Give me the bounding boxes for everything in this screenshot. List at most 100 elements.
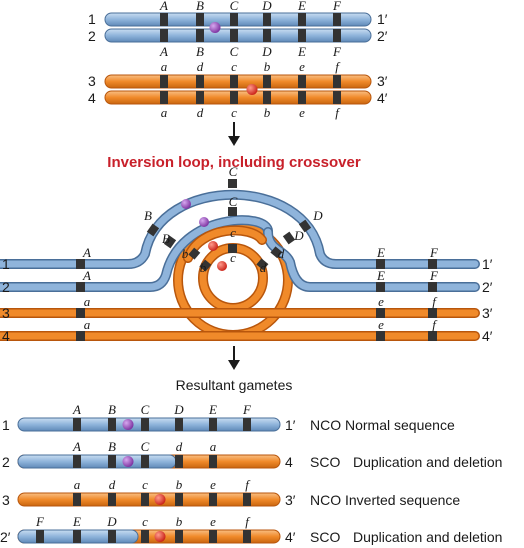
gene-label: d [176,439,183,454]
gene-E: E [297,44,306,59]
gene-a: a [84,294,91,309]
gene-label: f [245,514,251,529]
gene-e: e [299,59,305,74]
label-2: 2 [88,28,96,44]
gamete-3 [17,492,281,507]
gene-F: F [332,44,342,59]
centromere-red [208,241,218,251]
gene-c: c [230,250,236,265]
gene-c: c [231,105,237,120]
gene-f: f [335,59,341,74]
gene-A: A [159,0,168,13]
gamete-type: SCO [310,454,340,470]
down-arrow [228,346,240,370]
gene-b: b [264,105,271,120]
label-1prime: 1′ [377,11,388,27]
gamete-type: NCO [310,417,341,433]
gene-c: c [231,59,237,74]
loop-label-4prime: 4′ [482,328,493,344]
gamete-right-label: 3′ [285,492,296,508]
gene-F: F [429,245,439,260]
gene-B: B [144,208,152,223]
gamete-right-label: 1′ [285,417,296,433]
gene-B: B [162,231,170,246]
gamete-right-label: 4′ [285,529,296,545]
gamete-2 [17,454,281,469]
gene-f: f [432,294,438,309]
loop-bands [76,179,437,341]
gene-label: b [176,477,183,492]
gamete-description: Normal sequence [345,417,455,433]
gamete-type: SCO [310,529,340,545]
label-2prime: 2′ [377,28,388,44]
gene-label: e [210,514,216,529]
gene-A: A [82,245,91,260]
gene-label: a [74,477,81,492]
inversion-loop [0,189,480,341]
centromere-red [246,84,258,95]
gene-C: C [229,194,238,209]
gene-a: a [84,317,91,332]
gametes-title: Resultant gametes [176,377,293,393]
centromere-red [217,261,227,271]
gene-A: A [159,44,168,59]
gene-label: c [142,477,148,492]
gene-label: e [210,477,216,492]
gene-b: b [182,246,189,261]
gene-B: B [196,0,204,13]
gene-label: f [245,477,251,492]
label-3: 3 [88,73,96,89]
loop-label-2: 2 [2,279,10,295]
gene-a: a [161,59,168,74]
gene-label: E [208,402,217,417]
gene-label: d [109,477,116,492]
loop-label-4: 4 [2,328,10,344]
gene-F: F [429,268,439,283]
gene-label: F [35,514,45,529]
label-1: 1 [88,11,96,27]
gene-d: d [197,105,204,120]
blue-bands [160,13,341,42]
gene-e: e [378,294,384,309]
gene-f: f [432,317,438,332]
gene-label: D [106,514,117,529]
gene-f: f [335,105,341,120]
centromere-purple [209,22,221,33]
gamete-1 [17,417,281,432]
gene-label: C [141,439,150,454]
gene-b: b [264,59,271,74]
gene-label: D [173,402,184,417]
label-4prime: 4′ [377,90,388,106]
label-4: 4 [88,90,96,106]
gene-label: b [176,514,183,529]
top-orange-pair: 3 4 3′ 4′ a d c b e f a d c b e f [88,59,388,120]
gene-D: D [261,0,272,13]
top-blue-pair: 1 2 1′ 2′ A B C D E F A B C D E F [88,0,388,59]
orange-bands [160,75,341,104]
gene-label: E [72,514,81,529]
gene-d: d [278,246,285,261]
loop-label-3prime: 3′ [482,305,493,321]
gamete-description: Inverted sequence [345,492,460,508]
gene-F: F [332,0,342,13]
gene-D: D [312,208,323,223]
gene-label: a [210,439,217,454]
gene-C: C [230,44,239,59]
gamete-4 [17,529,281,544]
loop-label-2prime: 2′ [482,279,493,295]
gamete-left-label: 1 [2,417,10,433]
gamete-left-label: 3 [2,492,10,508]
gamete-right-label: 4 [285,454,293,470]
gamete-description: Duplication and deletion [353,454,502,470]
gamete-left-label: 2′ [0,529,11,545]
gene-D: D [293,228,304,243]
gene-c: c [230,225,236,240]
gene-d: d [260,260,267,275]
gamete-description: Duplication and deletion [353,529,502,545]
gene-A: A [82,268,91,283]
gene-D: D [261,44,272,59]
down-arrow [228,122,240,146]
gene-label: A [72,402,81,417]
gene-a: a [161,105,168,120]
